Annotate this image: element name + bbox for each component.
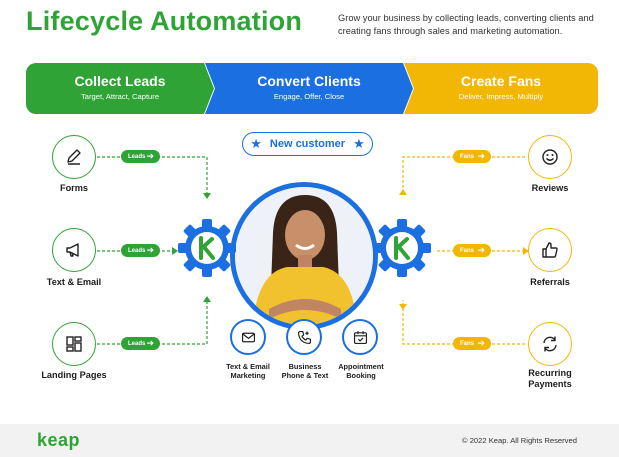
calendar-icon — [353, 330, 367, 344]
label-line: Business — [288, 362, 322, 371]
text-email-tile — [52, 228, 96, 272]
keap-gear-icon — [178, 219, 236, 277]
leads-pill: Leads➔ — [121, 150, 160, 163]
fans-pill: Fans➔ — [453, 337, 491, 350]
fans-pill: Fans➔ — [453, 150, 491, 163]
smiling-woman-portrait — [235, 187, 373, 325]
keap-logo: keap — [37, 430, 81, 450]
stage-title: Convert Clients — [257, 73, 361, 89]
arrow-right-icon: ➔ — [477, 338, 485, 348]
label-line: Booking — [346, 371, 376, 380]
arrow-right-icon: ➔ — [146, 245, 154, 255]
stage-convert-clients: Convert Clients Engage, Offer, Close — [205, 63, 413, 114]
label-line: Phone & Text — [281, 371, 329, 380]
thumbs-up-icon — [542, 242, 558, 258]
stage-subtitle: Deliver, Impress, Multiply — [458, 92, 544, 101]
reviews-label: Reviews — [531, 183, 569, 193]
arrow-right-icon: ➔ — [146, 338, 154, 348]
keap-gear-icon — [373, 219, 431, 277]
arrow-right-icon: ➔ — [477, 151, 485, 161]
stage-title: Collect Leads — [74, 73, 166, 89]
text-email-marketing-tool — [230, 319, 266, 355]
pill-label: Fans — [460, 247, 475, 254]
arrow-right-icon: ➔ — [146, 151, 154, 161]
customer-portrait — [230, 182, 378, 330]
stage-create-fans: Create Fans Deliver, Impress, Multiply — [404, 63, 598, 114]
copyright-text: © 2022 Keap. All Rights Reserved — [462, 436, 577, 445]
business-phone-tool — [286, 319, 322, 355]
stage-subtitle: Engage, Offer, Close — [273, 92, 345, 101]
referrals-label: Referrals — [530, 277, 570, 287]
fans-pill: Fans➔ — [453, 244, 491, 257]
star-icon: ★ — [353, 136, 365, 151]
badge-label: New customer — [269, 138, 346, 150]
pill-label: Fans — [460, 153, 475, 160]
label-line: Recurring — [528, 368, 572, 378]
star-icon: ★ — [250, 136, 262, 151]
tool-label: Business Phone & Text — [274, 362, 336, 380]
forms-label: Forms — [59, 183, 89, 193]
appointment-booking-tool — [342, 319, 378, 355]
megaphone-icon — [66, 243, 79, 257]
pill-label: Fans — [460, 340, 475, 347]
phone-icon — [297, 330, 311, 344]
page-title: Lifecycle Automation — [26, 6, 303, 36]
pill-label: Leads — [128, 340, 146, 347]
pencil-icon — [67, 149, 81, 165]
arrow-right-icon: ➔ — [477, 245, 485, 255]
leads-pill: Leads➔ — [121, 244, 160, 257]
stage-subtitle: Target, Attract, Capture — [80, 92, 160, 101]
leads-pill: Leads➔ — [121, 337, 160, 350]
label-line: Appointment — [338, 362, 384, 371]
pill-label: Leads — [128, 247, 146, 254]
footer: keap © 2022 Keap. All Rights Reserved — [0, 424, 619, 457]
landing-pages-tile — [52, 322, 96, 366]
recurring-payments-label: Recurring Payments — [506, 368, 594, 390]
label-line: Text & Email — [226, 362, 270, 371]
new-customer-badge: ★ New customer ★ — [242, 132, 373, 156]
stage-collect-leads: Collect Leads Target, Attract, Capture — [26, 63, 214, 114]
mail-icon — [241, 332, 255, 342]
text-email-label: Text & Email — [46, 277, 102, 287]
refresh-icon — [543, 336, 557, 352]
page-subtitle: Grow your business by collecting leads, … — [338, 13, 594, 36]
tool-label: Appointment Booking — [330, 362, 392, 380]
landing-pages-label: Landing Pages — [41, 370, 107, 380]
recurring-payments-tile — [528, 322, 572, 366]
smiley-icon — [542, 149, 558, 165]
reviews-tile — [528, 135, 572, 179]
layout-icon — [66, 336, 82, 352]
referrals-tile — [528, 228, 572, 272]
forms-tile — [52, 135, 96, 179]
label-line: Marketing — [230, 371, 266, 380]
label-line: Payments — [528, 379, 572, 389]
pill-label: Leads — [128, 153, 146, 160]
stage-title: Create Fans — [460, 73, 542, 89]
tool-label: Text & Email Marketing — [218, 362, 278, 380]
